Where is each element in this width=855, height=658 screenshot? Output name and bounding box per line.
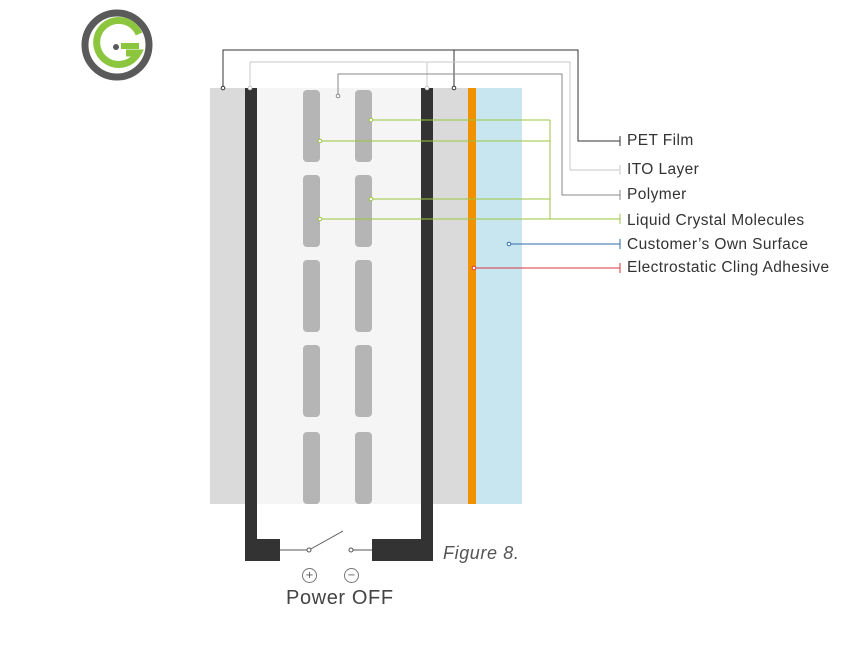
- adhesive-layer: [468, 88, 476, 504]
- leader-ito-layer: [249, 61, 621, 175]
- liquid-crystal-molecule: [355, 175, 372, 247]
- liquid-crystal-molecules: [303, 90, 372, 504]
- switch-pivot: [306, 547, 312, 553]
- negative-terminal-symbol: −: [344, 568, 359, 583]
- liquid-crystal-molecule: [303, 432, 320, 504]
- liquid-crystal-molecule: [355, 90, 372, 162]
- ito-layer-right: [421, 88, 433, 504]
- figure-caption: Figure 8.: [443, 543, 520, 563]
- label-adhesive: Electrostatic Cling Adhesive: [627, 259, 830, 276]
- liquid-crystal-molecule: [355, 260, 372, 332]
- power-circuit: [245, 504, 433, 561]
- liquid-crystal-molecule: [303, 260, 320, 332]
- leader-polymer: [337, 73, 621, 200]
- label-polymer: Polymer: [627, 186, 687, 203]
- label-customer-surface: Customer’s Own Surface: [627, 236, 809, 253]
- logo-g-arc: [93, 16, 144, 68]
- label-liquid-crystal: Liquid Crystal Molecules: [627, 212, 805, 229]
- switch-arm-open: [308, 530, 344, 551]
- leader-endpoints: [220, 85, 512, 271]
- pet-film-outer-left: [210, 88, 245, 504]
- circuit-right-terminal: [372, 539, 433, 561]
- liquid-crystal-molecule: [303, 345, 320, 417]
- switch-contact: [348, 547, 354, 553]
- logo-dot: [113, 44, 119, 50]
- letter-g-logo-icon: [81, 9, 153, 81]
- ito-layer-left: [245, 88, 257, 504]
- liquid-crystal-molecule: [355, 345, 372, 417]
- liquid-crystal-molecule: [303, 90, 320, 162]
- film-stack: [210, 88, 522, 504]
- label-ito-layer: ITO Layer: [627, 161, 700, 178]
- liquid-crystal-molecule: [303, 175, 320, 247]
- logo-ring: [81, 9, 153, 81]
- circuit-left-terminal: [245, 539, 280, 561]
- pet-film-outer-right: [433, 88, 468, 504]
- customer-surface: [476, 88, 522, 504]
- leader-lines: [220, 49, 621, 273]
- leader-adhesive: [474, 263, 621, 273]
- leader-pet-film: [222, 49, 621, 146]
- leader-liquid-crystal: [320, 119, 621, 224]
- label-pet-film: PET Film: [627, 132, 694, 149]
- logo-g-bar: [121, 43, 139, 49]
- power-status: Power OFF: [286, 587, 394, 609]
- liquid-crystal-molecule: [355, 432, 372, 504]
- polymer-layer: [257, 88, 421, 504]
- leader-customer-surface: [509, 239, 621, 249]
- positive-terminal-symbol: +: [302, 568, 317, 583]
